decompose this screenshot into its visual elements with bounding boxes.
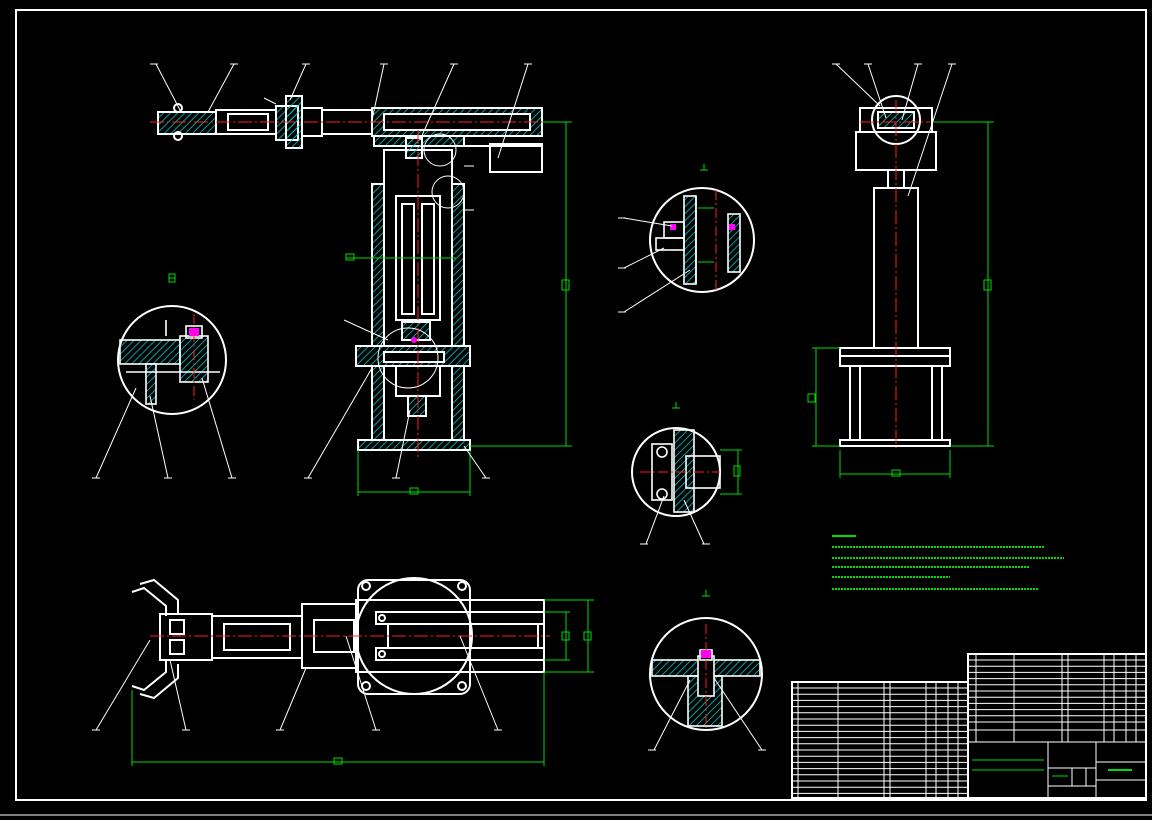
detail-marker-icon bbox=[168, 273, 176, 283]
parts-list-table bbox=[791, 681, 969, 799]
top-view-dimensions bbox=[131, 599, 594, 766]
detail-bearing-seat bbox=[631, 402, 742, 545]
table-grid-icon bbox=[972, 759, 1132, 777]
detail-column-bushing bbox=[618, 164, 755, 313]
detail-wrist-joint bbox=[92, 273, 236, 479]
front-view-dimensions bbox=[345, 121, 572, 496]
front-view-pivot-highlight bbox=[411, 337, 417, 343]
side-elevation-view bbox=[839, 95, 951, 447]
top-plan-view bbox=[131, 577, 545, 700]
top-view-leaders bbox=[92, 635, 502, 731]
detail-marker-icon bbox=[672, 402, 680, 409]
front-elevation-view bbox=[157, 95, 543, 451]
side-view-dimensions bbox=[807, 121, 994, 478]
detail-marker-icon bbox=[700, 164, 708, 171]
parts-list-rows bbox=[792, 687, 968, 794]
detail-marker-icon bbox=[702, 590, 710, 597]
detail-base-pin bbox=[648, 590, 766, 751]
front-view-leaders bbox=[150, 63, 532, 479]
title-block bbox=[967, 653, 1147, 799]
technical-notes bbox=[832, 535, 1064, 590]
side-view-leaders bbox=[832, 63, 956, 197]
title-block-rows bbox=[968, 659, 1146, 723]
drawing-frame bbox=[15, 9, 1147, 801]
front-view-centerlines bbox=[150, 121, 548, 460]
